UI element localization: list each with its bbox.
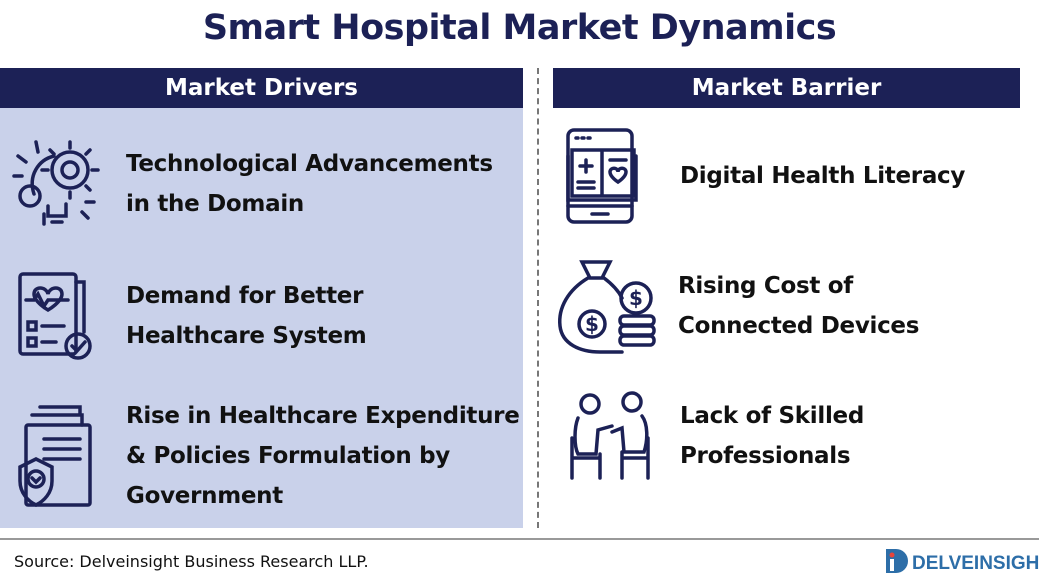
driver-2-line-2: Healthcare System (126, 323, 367, 349)
barrier-2-line-1: Rising Cost of (678, 273, 853, 299)
delveinsight-logo: DELVEINSIGHT (882, 547, 1039, 575)
barriers-header: Market Barrier (553, 68, 1020, 108)
money-bag-coins-icon: $ $ (558, 260, 656, 354)
footer-divider (0, 538, 1039, 540)
barrier-1-line-1: Digital Health Literacy (680, 163, 966, 189)
barrier-3-line-1: Lack of Skilled (680, 403, 865, 429)
drivers-header: Market Drivers (0, 68, 523, 108)
lightbulb-gears-icon (12, 140, 100, 226)
health-report-icon (18, 272, 92, 360)
digital-health-book-icon (566, 128, 638, 224)
doctor-patient-icon (570, 391, 650, 480)
logo-text: DELVEINSIGHT (912, 553, 1039, 574)
driver-3-line-1: Rise in Healthcare Expenditure (126, 403, 520, 429)
driver-1-line-2: in the Domain (126, 191, 304, 217)
svg-text:$: $ (629, 286, 643, 310)
barrier-3-line-2: Professionals (680, 443, 851, 469)
driver-1-line-1: Technological Advancements (126, 151, 493, 177)
page-title: Smart Hospital Market Dynamics (202, 8, 837, 48)
policy-documents-shield-icon (18, 405, 92, 507)
driver-2-line-1: Demand for Better (126, 283, 364, 309)
driver-3-line-3: Government (126, 483, 283, 509)
barrier-item-cost: $ $ Rising Cost of Connected Devices (556, 256, 919, 356)
source-text: Source: Delveinsight Business Research L… (14, 552, 369, 571)
logo-mark-icon (886, 549, 908, 573)
divider (537, 68, 539, 528)
driver-3-line-2: & Policies Formulation by (126, 443, 450, 469)
barrier-item-literacy: Digital Health Literacy (558, 126, 965, 226)
driver-item-expenditure: Rise in Healthcare Expenditure & Policies… (14, 396, 520, 516)
svg-text:$: $ (585, 312, 599, 336)
driver-item-technology: Technological Advancements in the Domain (8, 136, 493, 232)
barrier-2-line-2: Connected Devices (678, 313, 920, 339)
